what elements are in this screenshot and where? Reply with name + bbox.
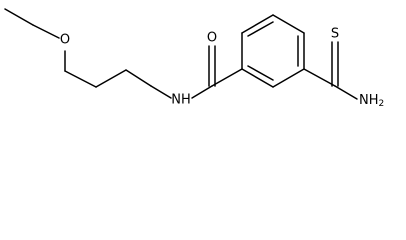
bond-ch3-ch2 — [4, 8, 34, 26]
bond-n-carbonyl — [191, 85, 213, 99]
bond-carbonyl-ring — [211, 68, 243, 87]
ring-double-bond-inner-1 — [247, 21, 274, 37]
ring-bond-5 — [272, 68, 305, 88]
oxygen-carbonyl-label: O — [207, 31, 217, 46]
bond-ch2-o — [32, 24, 60, 39]
ring-bond-6 — [241, 68, 274, 88]
bond-c1-c2 — [64, 70, 97, 88]
bond-c3-c4 — [125, 69, 152, 87]
sulfur-thio-label: S — [331, 27, 339, 42]
nitrogen-amine-label: NH2 — [359, 93, 384, 109]
structural-formula-drawing: O O NH S NH2 — [4, 8, 384, 109]
nitrogen-amine-subscript: 2 — [379, 99, 385, 109]
ring-double-bond-inner-3 — [247, 65, 274, 81]
bond-ring-thiocarbonyl — [303, 68, 336, 87]
bond-c2-c3 — [95, 69, 127, 88]
ring-bond-3 — [272, 14, 305, 34]
oxygen-ether-label: O — [60, 33, 70, 48]
ring-bond-2 — [241, 14, 274, 34]
nitrogen-amide-label: NH — [171, 93, 191, 108]
bond-thiocarbonyl-n — [334, 85, 358, 100]
bond-c4-n — [150, 85, 172, 99]
nitrogen-amine-symbol: NH — [359, 93, 379, 108]
